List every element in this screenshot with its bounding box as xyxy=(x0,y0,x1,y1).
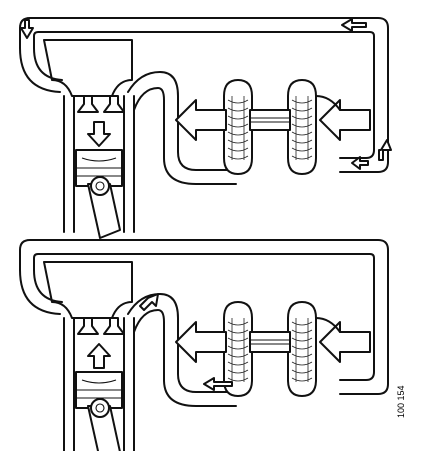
reference-number: 100 154 xyxy=(396,385,406,418)
bottom-flow-arrow-exhaust xyxy=(139,293,159,311)
top-flow-arrow-right xyxy=(378,139,392,161)
bottom-flow-arrow-return xyxy=(203,377,233,391)
bottom-valve-arrow-up xyxy=(87,343,111,369)
top-flow-arrow-top xyxy=(341,18,367,32)
top-flow-arrow-bottom xyxy=(351,156,369,170)
top-valve-arrow-down xyxy=(87,121,111,147)
top-panel-assembly xyxy=(19,17,389,239)
bottom-panel-assembly xyxy=(19,239,389,451)
top-flow-arrow-left xyxy=(20,19,34,39)
